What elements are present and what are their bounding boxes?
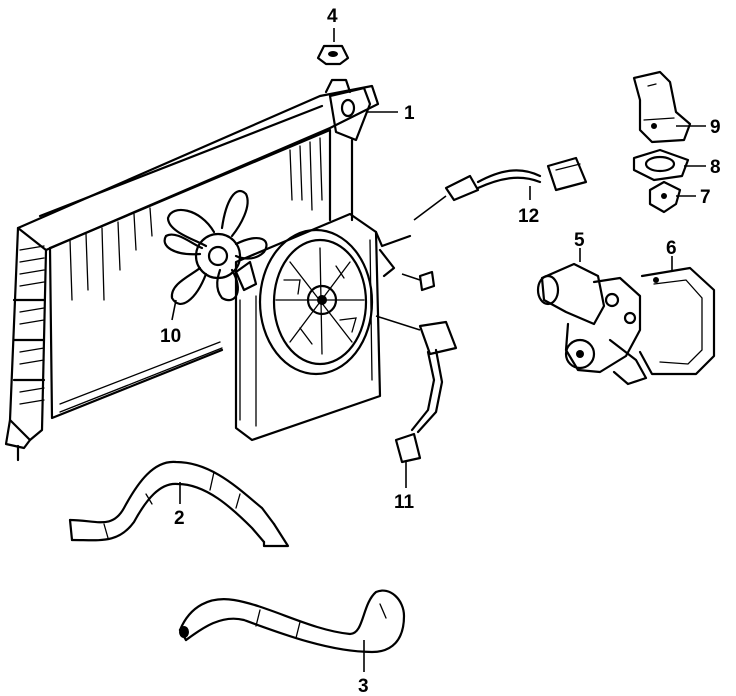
callout-1: 1 [404, 103, 415, 124]
thermostat-housing [632, 70, 692, 144]
callout-2: 2 [174, 508, 185, 529]
lower-radiator-hose [178, 589, 406, 654]
callout-7: 7 [700, 187, 711, 208]
cooling-fan-blade [163, 190, 268, 305]
callout-12: 12 [518, 206, 539, 227]
radiator-cap [316, 44, 350, 66]
water-pump-gasket [638, 266, 716, 376]
fan-switch-harness [375, 315, 458, 464]
callout-11: 11 [394, 492, 415, 513]
callout-8: 8 [710, 157, 721, 178]
upper-radiator-hose [68, 460, 290, 548]
callout-10: 10 [160, 326, 181, 347]
leader-lines [171, 28, 706, 672]
callout-9: 9 [710, 117, 721, 138]
fan-shroud [234, 212, 436, 442]
water-pump [536, 262, 648, 386]
thermostat [648, 180, 682, 214]
radiator [4, 78, 380, 462]
callout-5: 5 [574, 230, 585, 251]
temperature-sensor-harness [413, 156, 588, 221]
callout-4: 4 [327, 6, 338, 27]
callout-3: 3 [358, 676, 369, 696]
callout-6: 6 [666, 238, 677, 259]
thermostat-gasket [632, 148, 690, 182]
